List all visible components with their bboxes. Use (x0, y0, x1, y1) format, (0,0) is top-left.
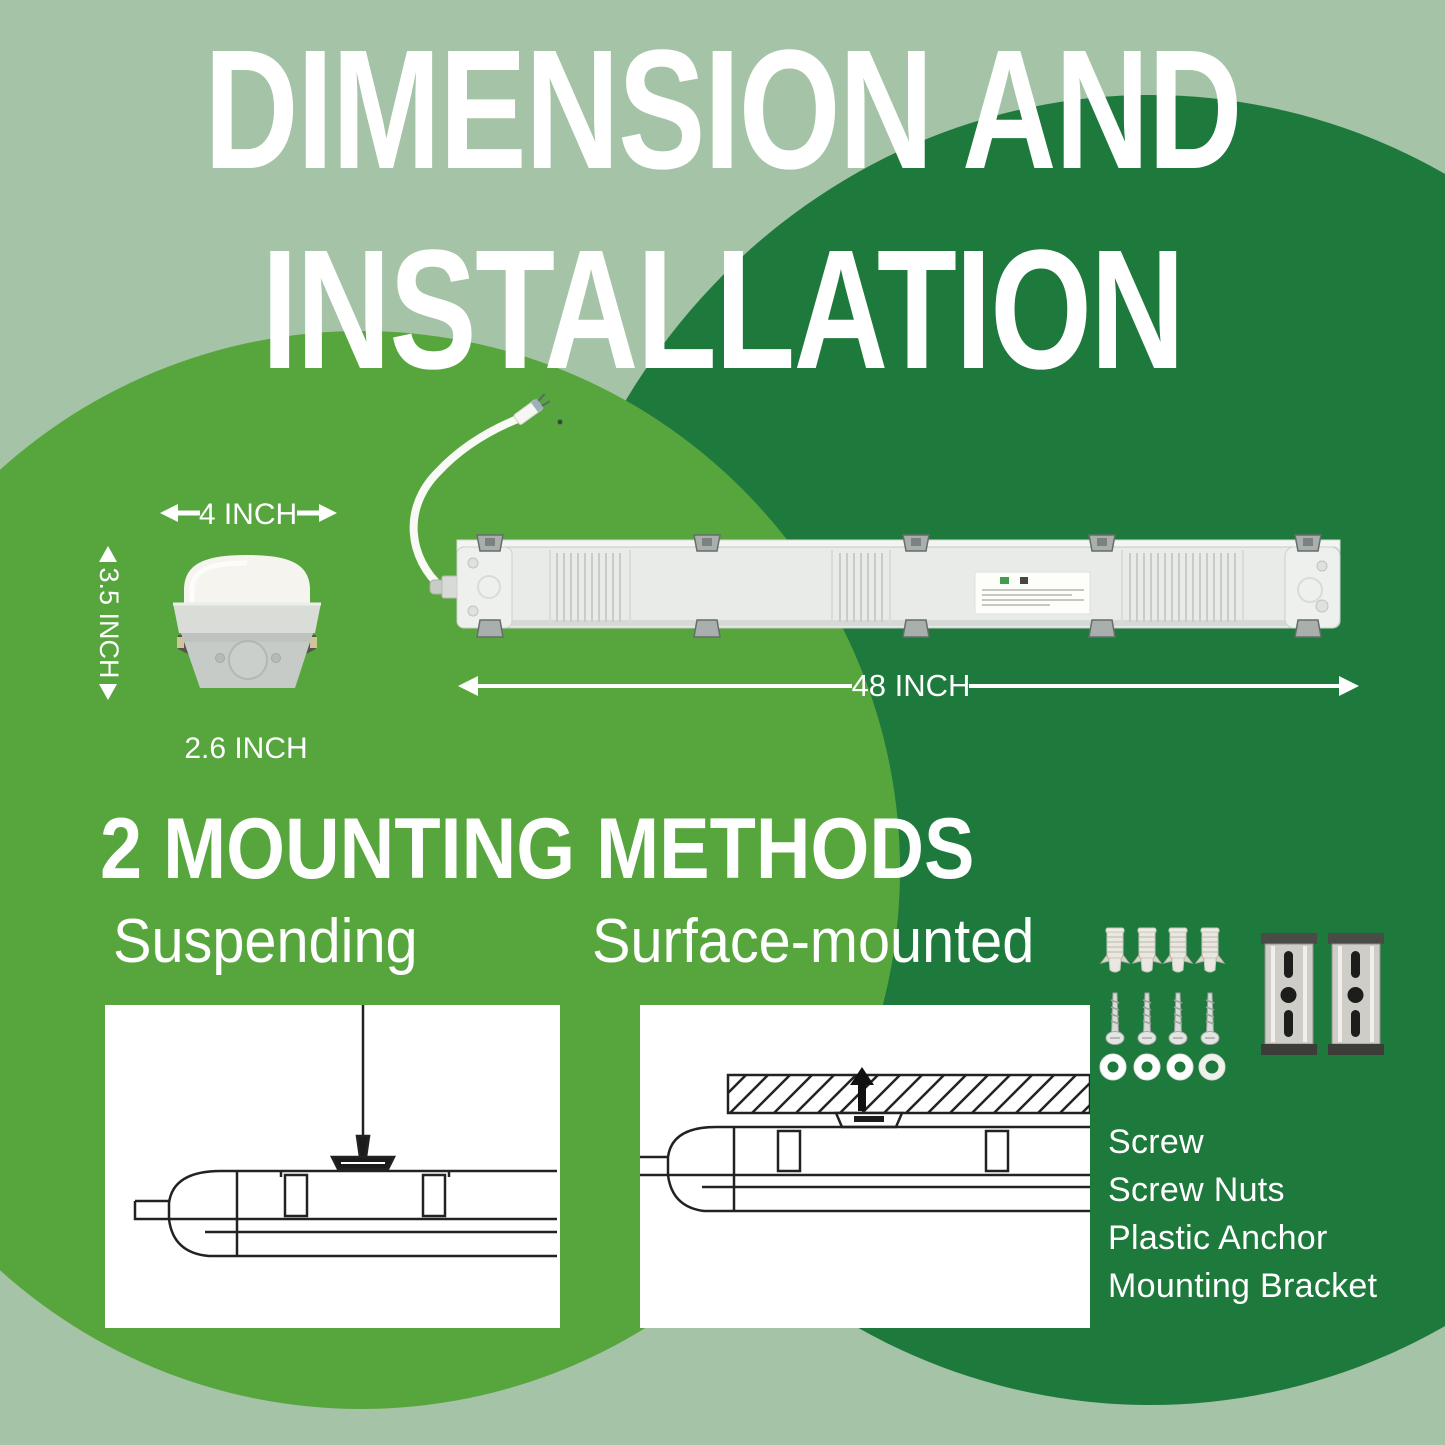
hardware-kit-image (1099, 927, 1384, 1081)
method-label-surface-mounted: Surface-mounted (592, 907, 1035, 976)
height-dimension: 3.5 INCH (94, 546, 124, 700)
hardware-list-item: Plastic Anchor (1108, 1219, 1328, 1257)
fixture-rim (173, 603, 321, 633)
fixture-clips (476, 534, 1322, 638)
hardware-list-item: Screw (1108, 1123, 1204, 1161)
mounting-methods-heading: 2 MOUNTING METHODS (100, 801, 975, 897)
plastic-anchors (1099, 927, 1226, 973)
hardware-list-item: Screw Nuts (1108, 1171, 1285, 1209)
fixture-knockout-circle (228, 640, 268, 680)
suspending-line-drawing (133, 1005, 557, 1258)
length-dimension-label: 48 INCH (852, 668, 971, 703)
arrow-left-icon (458, 676, 478, 696)
fixture-ribs (556, 553, 1236, 622)
arrow-down-icon (99, 684, 117, 700)
fixture-end-view-diagram: 4 INCH 3.5 INCH 2.6 INCH (94, 498, 337, 765)
page-title-line1: DIMENSION AND (204, 15, 1242, 205)
hardware-list: Screw Screw Nuts Plastic Anchor Mounting… (1108, 1118, 1377, 1310)
suspending-diagram-box (105, 1005, 560, 1328)
screws (1105, 992, 1220, 1045)
arrow-up-icon (99, 546, 117, 562)
fixture-body-long (456, 534, 1341, 638)
height-dimension-label: 3.5 INCH (94, 567, 124, 678)
arrow-left-icon (160, 504, 178, 522)
mounting-brackets (1261, 933, 1384, 1055)
fixture-spec-label (974, 571, 1091, 615)
power-cord (409, 414, 524, 592)
arrow-right-icon (1339, 676, 1359, 696)
hardware-list-item: Mounting Bracket (1108, 1267, 1378, 1305)
surface-mounted-line-drawing (640, 1067, 1090, 1213)
width-dimension-label: 4 INCH (199, 498, 297, 531)
page-title-line2: INSTALLATION (261, 215, 1185, 405)
arrow-right-icon (319, 504, 337, 522)
length-dimension: 48 INCH (458, 668, 1359, 703)
screw-nuts (1099, 1053, 1226, 1081)
surface-mounted-diagram-box (640, 1005, 1090, 1328)
width-dimension: 4 INCH (160, 498, 337, 531)
fixture-top-view-diagram: 48 INCH (409, 393, 1359, 703)
depth-dimension-label: 2.6 INCH (184, 732, 307, 765)
method-label-suspending: Suspending (113, 907, 418, 976)
power-plug (513, 393, 551, 425)
fixture-end-cap (173, 555, 321, 688)
